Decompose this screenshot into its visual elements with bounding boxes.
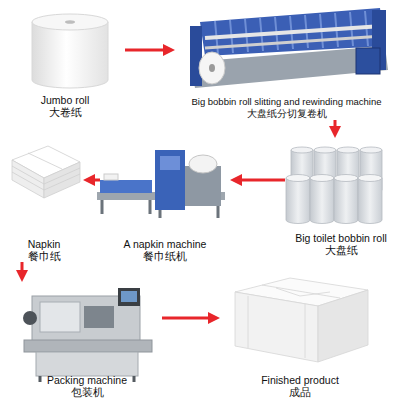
step-caption: 大卷纸 — [49, 106, 82, 118]
process-step: Finished product成品 — [220, 272, 380, 398]
step-caption: Finished product — [261, 374, 339, 386]
machine-sealer — [84, 306, 114, 328]
machine-roller — [205, 36, 383, 48]
step-caption: 餐巾纸 — [28, 250, 61, 262]
slitting-machine-picture — [190, 8, 388, 88]
bobbin-top — [310, 175, 334, 182]
bobbin-roll — [286, 178, 310, 224]
bobbin-top — [358, 175, 382, 182]
machine-screen — [121, 291, 137, 302]
bobbin-roll — [310, 178, 334, 224]
flow-arrow — [162, 317, 214, 320]
packing-machine-picture — [23, 288, 152, 382]
machine-legs — [102, 200, 218, 218]
machine-table — [24, 340, 152, 352]
finished-product-picture — [235, 278, 368, 362]
jumbo-roll-picture — [32, 14, 108, 88]
process-step: Big bobbin roll slitting and rewinding m… — [175, 0, 398, 120]
step-caption: Jumbo roll — [41, 94, 89, 106]
bobbin-top — [337, 147, 359, 153]
machine-paper-roll — [189, 155, 217, 173]
machine-cabinet — [155, 150, 185, 210]
machine-conveyor — [100, 180, 152, 193]
bobbin-top — [334, 175, 358, 182]
step-caption: 餐巾纸机 — [143, 250, 187, 262]
napkin-side — [44, 162, 80, 198]
process-step: Packing machine包装机 — [12, 282, 162, 398]
machine-panel — [160, 156, 180, 170]
machine-control-box — [356, 48, 380, 74]
step-caption: A napkin machine — [124, 238, 207, 250]
roll-core — [65, 20, 75, 24]
napkin-picture — [12, 146, 80, 198]
step-caption: Big bobbin roll slitting and rewinding m… — [191, 96, 381, 108]
roll-top — [32, 14, 108, 30]
napkin-folds — [12, 153, 80, 190]
machine-base — [190, 46, 388, 88]
step-caption: 成品 — [289, 386, 311, 398]
bobbin-top — [286, 175, 310, 182]
step-caption: Packing machine — [47, 374, 127, 386]
napkin-side — [12, 160, 44, 198]
flow-arrow — [236, 179, 285, 182]
step-caption: Big toilet bobbin roll — [295, 232, 387, 244]
process-step: Big toilet bobbin roll大盘纸 — [285, 138, 397, 256]
process-step: Jumbo roll大卷纸 — [5, 5, 125, 118]
flow-arrow — [334, 120, 337, 132]
bobbin-rolls-picture — [286, 147, 382, 224]
step-caption: Napkin — [28, 238, 61, 250]
process-step: A napkin machine餐巾纸机 — [100, 138, 230, 262]
bobbin-top — [291, 147, 313, 153]
bobbin-roll — [358, 178, 382, 224]
bobbin-top — [360, 147, 382, 153]
step-caption: 包装机 — [71, 386, 104, 398]
bobbin-top — [314, 147, 336, 153]
flow-arrow — [89, 179, 100, 182]
machine-paper-roll — [199, 52, 225, 84]
machine-cabinet — [36, 352, 138, 376]
step-caption: 大盘纸分切复卷机 — [247, 108, 327, 120]
machine-motor — [23, 311, 37, 325]
package-folds — [248, 285, 340, 358]
package-side — [318, 290, 368, 362]
flow-arrow — [125, 49, 169, 52]
machine-monitor — [118, 288, 140, 306]
step-caption: 大盘纸 — [325, 244, 358, 256]
roll-body — [32, 22, 108, 88]
machine-roller — [205, 26, 382, 38]
package-front — [235, 292, 318, 362]
machine-guard — [40, 302, 80, 332]
machine-side-frame — [190, 26, 202, 86]
machine-roll-core — [209, 64, 215, 72]
flow-arrow — [21, 262, 24, 276]
machine-napkin-stack — [104, 174, 118, 180]
bobbin-roll — [334, 178, 358, 224]
process-step: Napkin餐巾纸 — [5, 138, 83, 262]
napkin-machine-picture — [97, 150, 225, 218]
